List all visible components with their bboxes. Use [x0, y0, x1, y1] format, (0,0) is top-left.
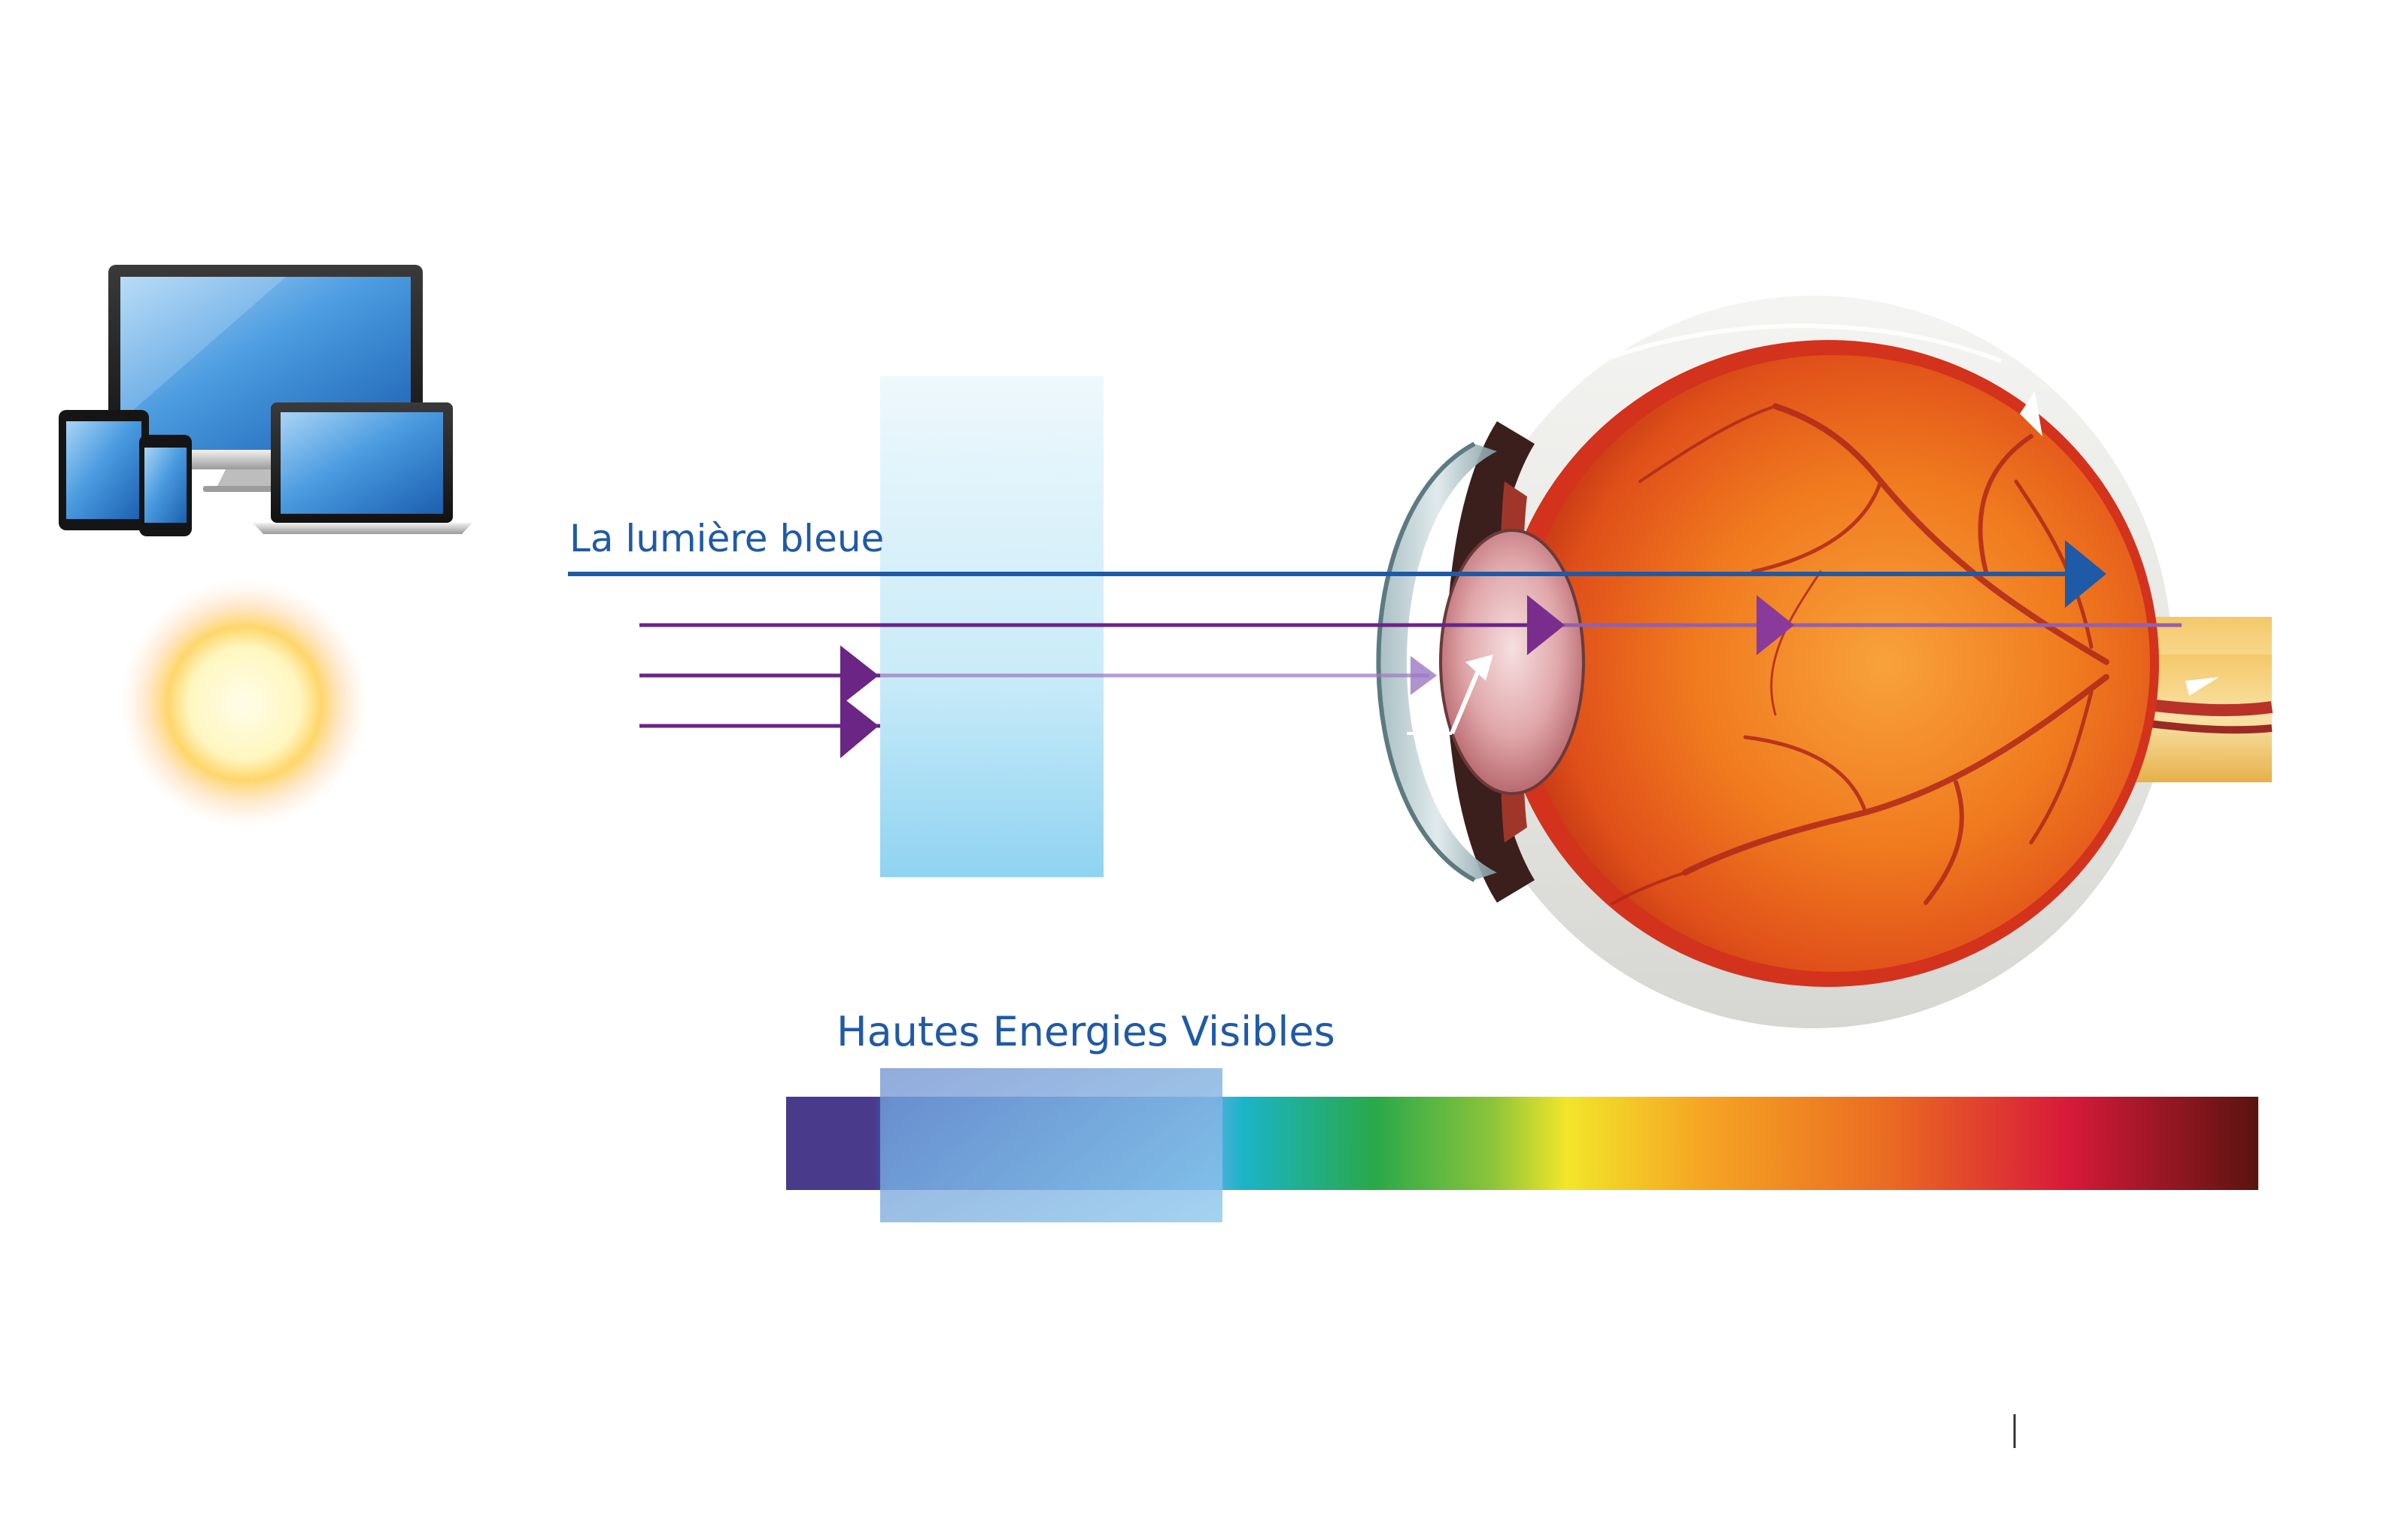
blue-light-label: La lumière bleue	[569, 517, 884, 560]
violet-arrowhead-lens	[1527, 595, 1565, 655]
reflection-arrows	[1407, 391, 2219, 735]
hev-highlight-band	[880, 1068, 1222, 1222]
devices-icon	[59, 265, 472, 536]
violet-arrowhead-middle	[840, 645, 879, 706]
violet-arrowhead-retina	[1757, 595, 1794, 655]
visible-light-spectrum	[786, 1068, 2258, 1222]
hev-rays-incoming	[639, 595, 2182, 758]
violet-arrowhead-bottom	[840, 696, 879, 758]
eye-cross-section	[1376, 296, 2273, 1028]
blue-light-arrowhead	[2065, 540, 2106, 608]
sun-icon	[120, 579, 369, 827]
violet-arrowhead-faded	[1410, 656, 1437, 695]
hev-label: Hautes Energies Visibles	[837, 1008, 1335, 1055]
